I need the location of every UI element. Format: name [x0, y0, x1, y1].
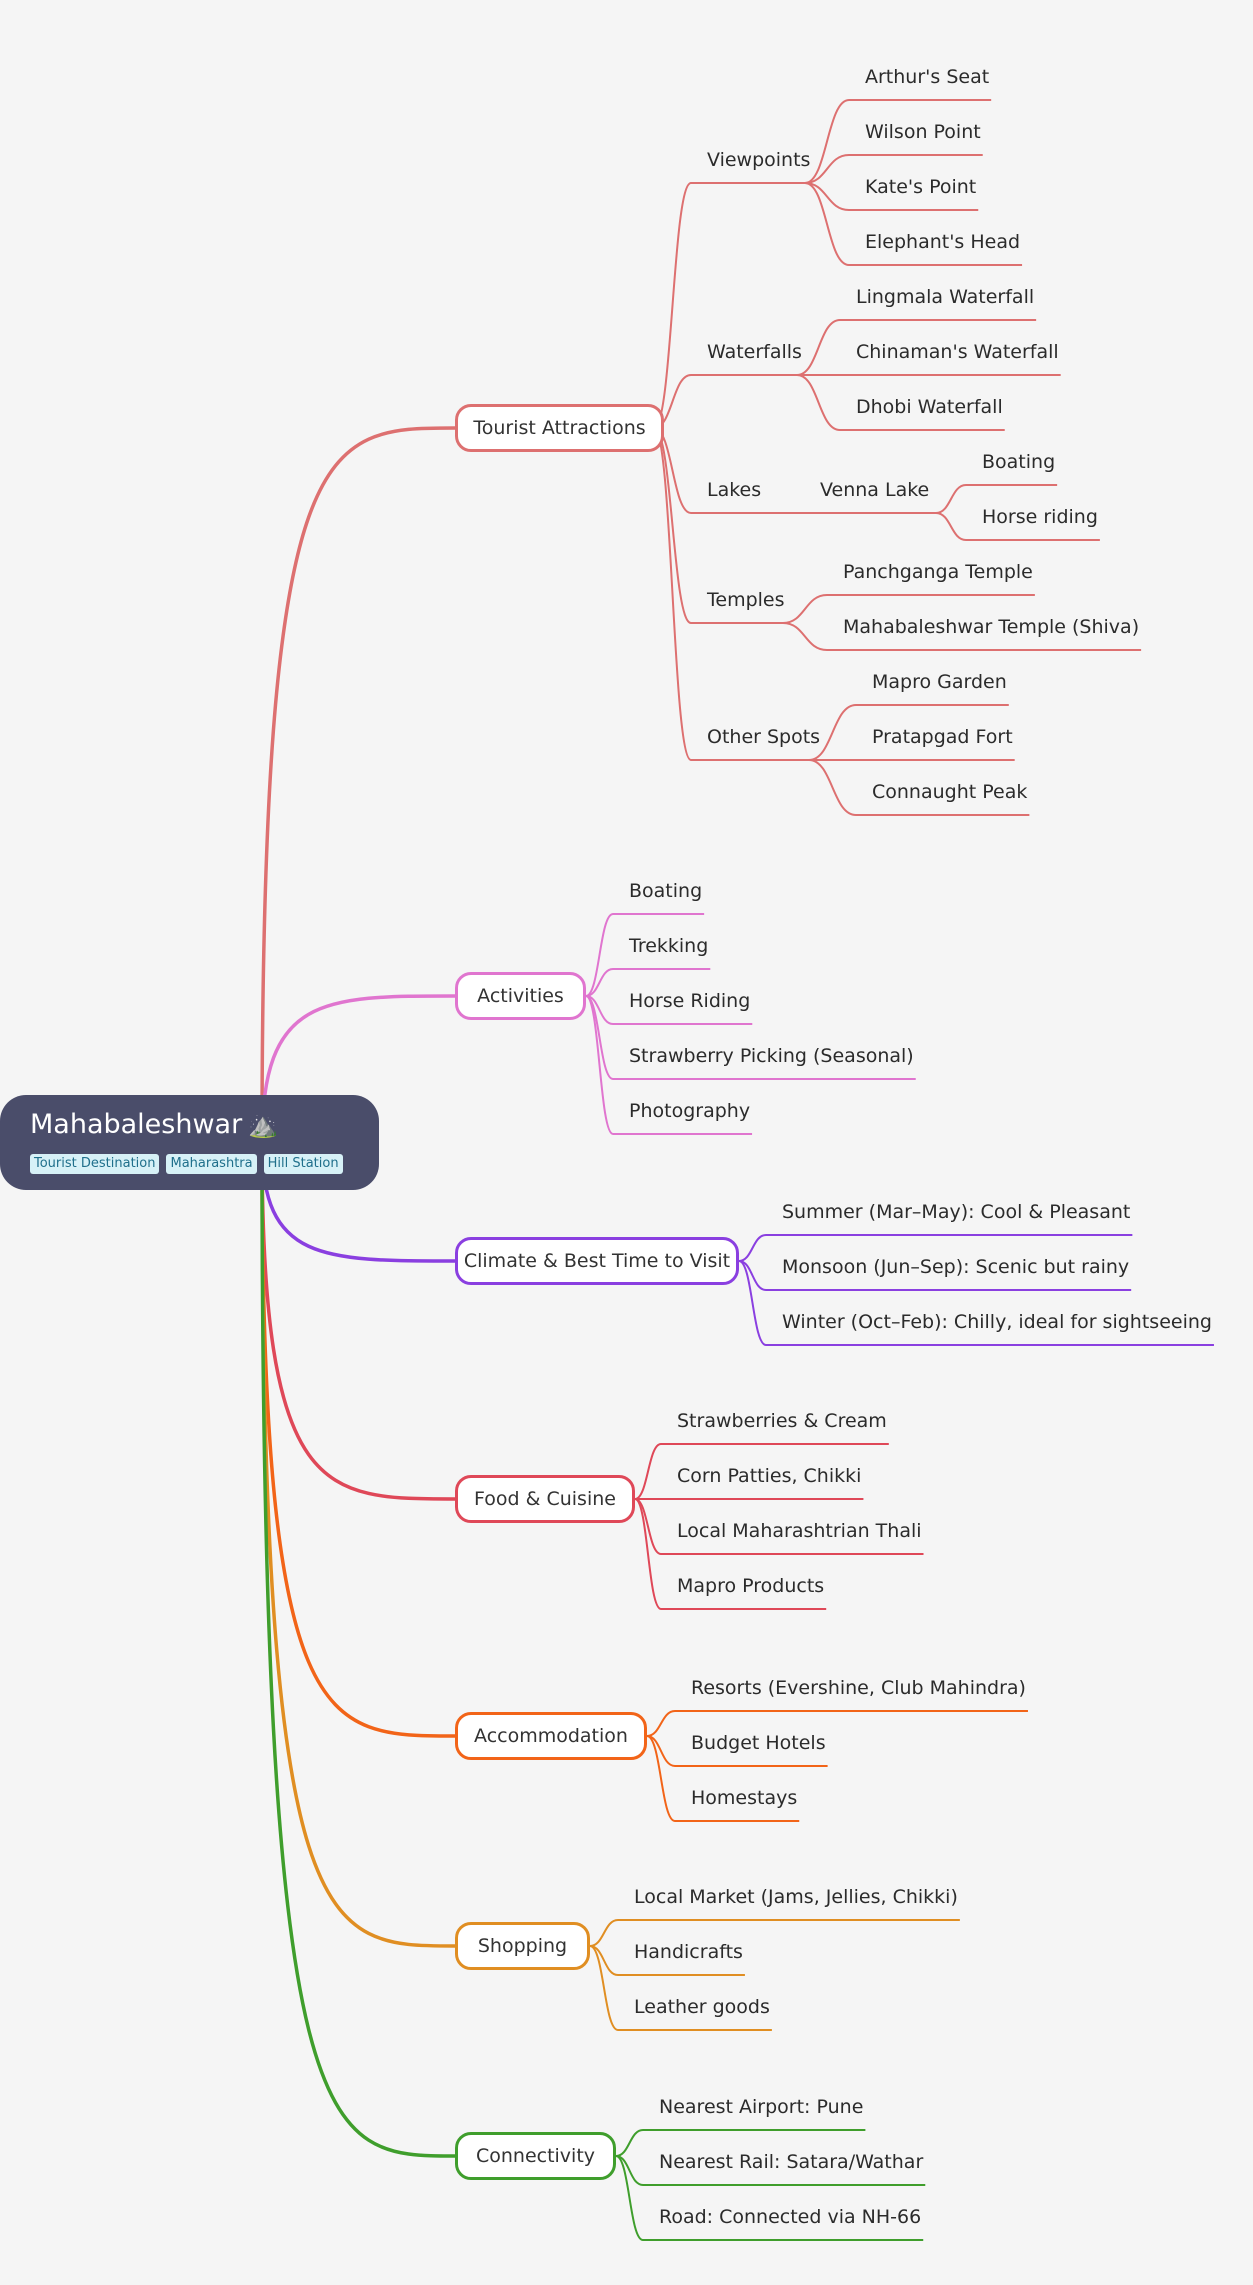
node-shopping-label: Shopping — [477, 1935, 568, 1957]
node-food-label: Food & Cuisine — [474, 1488, 616, 1510]
node-climate-label: Climate & Best Time to Visit — [463, 1250, 731, 1272]
connector-activities-1 — [585, 968, 614, 997]
node-connectivity-label: Connectivity — [475, 2145, 596, 2167]
root-title: Mahabaleshwar ⛰️ — [30, 1109, 278, 1140]
connector-tourist-viewpoints — [653, 182, 692, 429]
leaf-climate-summer-mar-may-cool-pleasant[interactable]: Summer (Mar–May): Cool & Pleasant — [782, 1201, 1131, 1223]
connector-activities-0 — [585, 913, 614, 997]
node-food[interactable]: Food & Cuisine — [455, 1475, 635, 1523]
leaf-accommodation-resorts-evershine-club-mahindra[interactable]: Resorts (Evershine, Club Mahindra) — [691, 1677, 1026, 1699]
node-connectivity[interactable]: Connectivity — [455, 2132, 616, 2180]
leaf-venna-horse-riding[interactable]: Horse riding — [982, 506, 1098, 528]
node-tourist-temples[interactable]: Temples — [707, 589, 785, 611]
connector-tourist-other-2 — [808, 759, 857, 816]
leaf-activities-boating[interactable]: Boating — [629, 880, 703, 902]
connector-activities — [260, 994, 456, 1144]
node-tourist[interactable]: Tourist Attractions — [455, 404, 664, 452]
leaf-tourist-connaught-peak[interactable]: Connaught Peak — [872, 781, 1028, 803]
node-tourist-venna-lake[interactable]: Venna Lake — [820, 479, 930, 501]
node-shopping[interactable]: Shopping — [455, 1922, 590, 1970]
node-activities[interactable]: Activities — [455, 972, 586, 1020]
connector-connectivity-0 — [615, 2129, 644, 2157]
node-activities-label: Activities — [477, 985, 564, 1007]
connector-tourist-temples-0 — [782, 594, 828, 624]
node-tourist-waterfalls[interactable]: Waterfalls — [707, 341, 802, 363]
connector-food-3 — [634, 1498, 662, 1610]
connector-shopping — [260, 1142, 456, 1948]
leaf-climate-monsoon-jun-sep-scenic-but-rainy[interactable]: Monsoon (Jun–Sep): Scenic but rainy — [782, 1256, 1130, 1278]
connector-tourist-venna-0 — [935, 484, 967, 514]
connector-activities-4 — [585, 995, 614, 1135]
connector-tourist-viewpoints-3 — [804, 182, 850, 266]
leaf-venna-boating[interactable]: Boating — [982, 451, 1056, 473]
node-tourist-viewpoints[interactable]: Viewpoints — [707, 149, 811, 171]
connector-tourist-viewpoints-1 — [804, 154, 850, 184]
leaf-shopping-handicrafts[interactable]: Handicrafts — [634, 1941, 743, 1963]
leaf-food-strawberries-cream[interactable]: Strawberries & Cream — [677, 1410, 887, 1432]
root-tags: Tourist Destination Maharashtra Hill Sta… — [30, 1154, 343, 1174]
leaf-connectivity-nearest-rail-satara-wathar[interactable]: Nearest Rail: Satara/Wathar — [659, 2151, 924, 2173]
leaf-connectivity-road-connected-via-nh-66[interactable]: Road: Connected via NH-66 — [659, 2206, 922, 2228]
tag-hill-station: Hill Station — [263, 1154, 343, 1174]
mountain-icon: ⛰️ — [248, 1110, 279, 1139]
connector-connectivity — [260, 1142, 456, 2158]
connector-climate-0 — [738, 1234, 767, 1262]
leaf-climate-winter-oct-feb-chilly-ideal-for-sightseeing[interactable]: Winter (Oct–Feb): Chilly, ideal for sigh… — [782, 1311, 1212, 1333]
leaf-connectivity-nearest-airport-pune[interactable]: Nearest Airport: Pune — [659, 2096, 864, 2118]
connector-tourist-other — [653, 427, 692, 761]
leaf-tourist-pratapgad-fort[interactable]: Pratapgad Fort — [872, 726, 1013, 748]
root-node[interactable]: Mahabaleshwar ⛰️ Tourist Destination Mah… — [0, 1095, 379, 1190]
node-accommodation-label: Accommodation — [474, 1725, 628, 1747]
connector-connectivity-2 — [615, 2155, 644, 2241]
connector-accommodation-0 — [646, 1710, 676, 1737]
leaf-accommodation-homestays[interactable]: Homestays — [691, 1787, 798, 1809]
node-tourist-other[interactable]: Other Spots — [707, 726, 821, 748]
leaf-tourist-arthur-s-seat[interactable]: Arthur's Seat — [865, 66, 990, 88]
connector-climate-2 — [738, 1260, 767, 1346]
leaf-tourist-lingmala-waterfall[interactable]: Lingmala Waterfall — [856, 286, 1035, 308]
leaf-tourist-kate-s-point[interactable]: Kate's Point — [865, 176, 977, 198]
connector-shopping-0 — [589, 1919, 619, 1947]
connector-food — [260, 1142, 456, 1501]
tag-maharashtra: Maharashtra — [166, 1154, 257, 1174]
leaf-tourist-panchganga-temple[interactable]: Panchganga Temple — [843, 561, 1033, 583]
connector-tourist-waterfalls-2 — [796, 374, 841, 431]
leaf-tourist-wilson-point[interactable]: Wilson Point — [865, 121, 981, 143]
connector-tourist-temples-1 — [782, 622, 828, 651]
leaf-tourist-mapro-garden[interactable]: Mapro Garden — [872, 671, 1007, 693]
connector-tourist — [260, 426, 456, 1144]
leaf-food-corn-patties-chikki[interactable]: Corn Patties, Chikki — [677, 1465, 862, 1487]
connector-tourist-viewpoints-0 — [804, 99, 850, 184]
connector-tourist-venna-1 — [935, 512, 967, 541]
tag-tourist-destination: Tourist Destination — [30, 1154, 160, 1174]
leaf-activities-horse-riding[interactable]: Horse Riding — [629, 990, 751, 1012]
connector-accommodation — [260, 1142, 456, 1738]
leaf-tourist-chinaman-s-waterfall[interactable]: Chinaman's Waterfall — [856, 341, 1059, 363]
node-climate[interactable]: Climate & Best Time to Visit — [455, 1237, 739, 1285]
leaf-activities-strawberry-picking-seasonal[interactable]: Strawberry Picking (Seasonal) — [629, 1045, 914, 1067]
leaf-shopping-leather-goods[interactable]: Leather goods — [634, 1996, 770, 2018]
leaf-activities-photography[interactable]: Photography — [629, 1100, 751, 1122]
leaf-tourist-mahabaleshwar-temple-shiva[interactable]: Mahabaleshwar Temple (Shiva) — [843, 616, 1140, 638]
connector-tourist-waterfalls-0 — [796, 319, 841, 376]
connector-food-0 — [634, 1443, 662, 1500]
connector-shopping-2 — [589, 1945, 619, 2031]
root-title-text: Mahabaleshwar — [30, 1109, 243, 1140]
leaf-tourist-elephant-s-head[interactable]: Elephant's Head — [865, 231, 1021, 253]
connector-accommodation-2 — [646, 1735, 676, 1822]
leaf-food-local-maharashtrian-thali[interactable]: Local Maharashtrian Thali — [677, 1520, 922, 1542]
leaf-activities-trekking[interactable]: Trekking — [629, 935, 709, 957]
node-tourist-lakes[interactable]: Lakes — [707, 479, 762, 501]
leaf-food-mapro-products[interactable]: Mapro Products — [677, 1575, 825, 1597]
leaf-accommodation-budget-hotels[interactable]: Budget Hotels — [691, 1732, 826, 1754]
leaf-shopping-local-market-jams-jellies-chikki[interactable]: Local Market (Jams, Jellies, Chikki) — [634, 1886, 958, 1908]
leaf-tourist-dhobi-waterfall[interactable]: Dhobi Waterfall — [856, 396, 1003, 418]
node-tourist-label: Tourist Attractions — [473, 417, 646, 439]
connector-tourist-other-0 — [808, 704, 857, 761]
node-accommodation[interactable]: Accommodation — [455, 1712, 647, 1760]
